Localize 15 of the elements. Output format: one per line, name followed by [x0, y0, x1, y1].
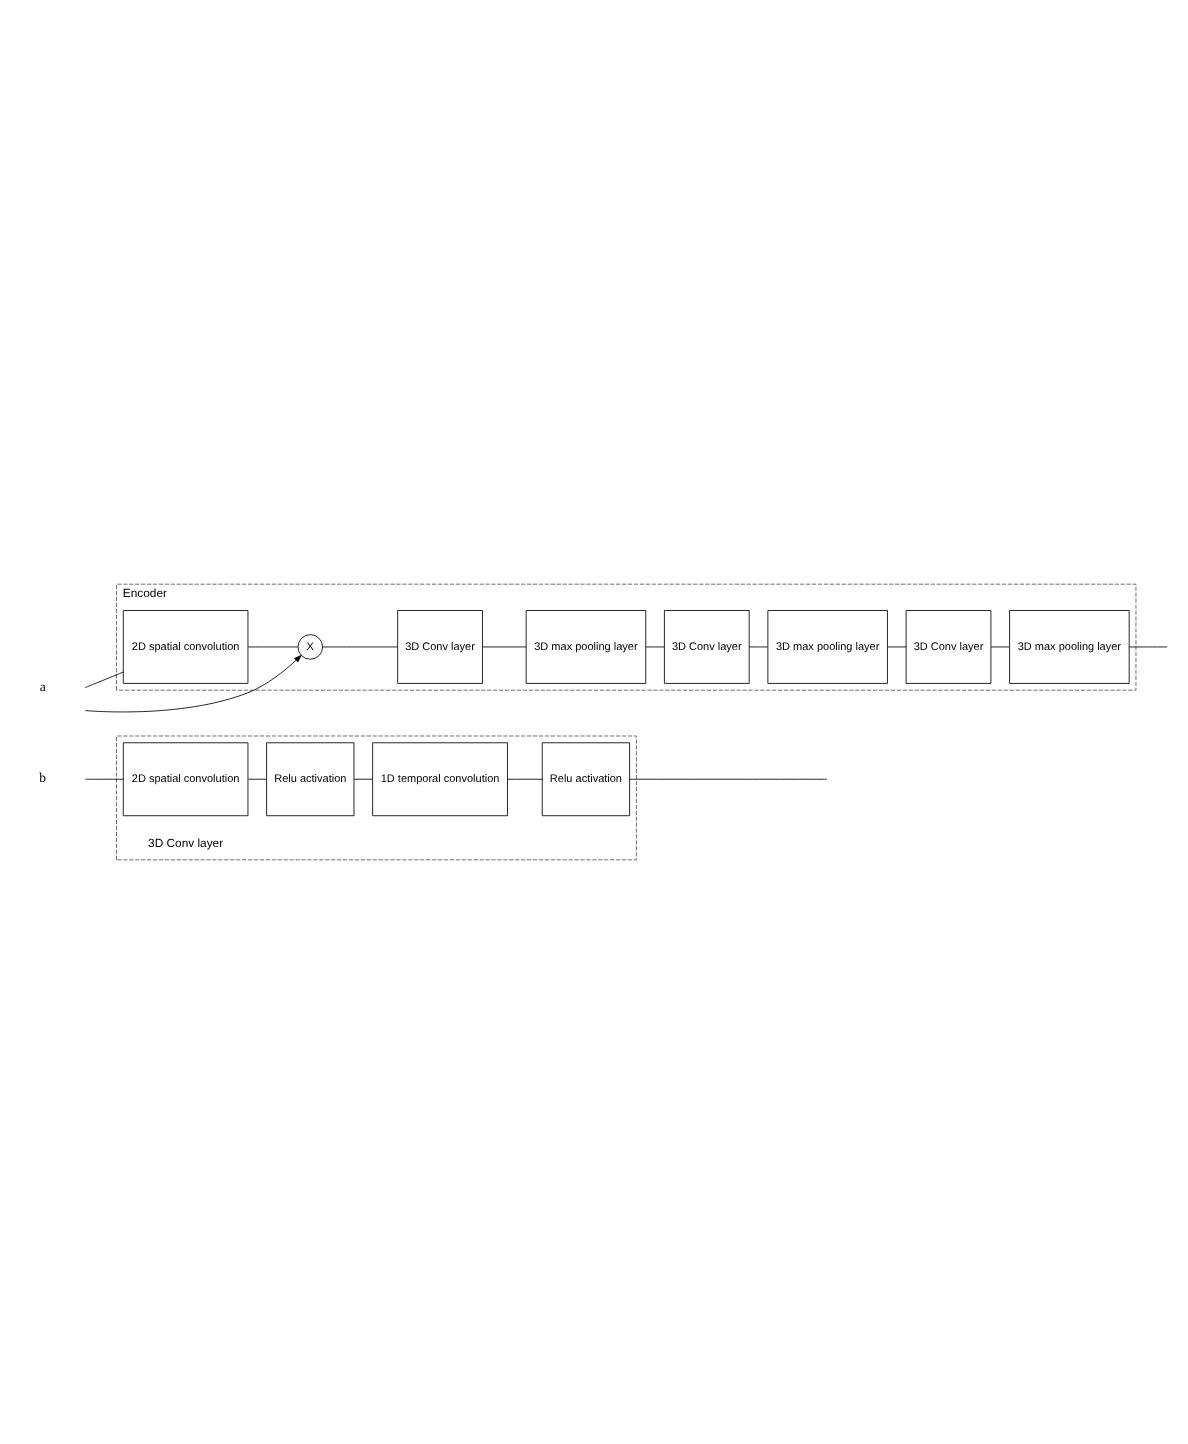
connector — [84, 778, 124, 780]
connector — [84, 671, 124, 689]
connector — [887, 646, 907, 648]
connector — [322, 646, 398, 648]
connector — [645, 646, 665, 648]
connector — [482, 646, 527, 648]
connector — [1128, 646, 1168, 648]
arrow — [84, 655, 302, 713]
connector — [990, 646, 1010, 648]
connector — [247, 778, 267, 780]
connector — [247, 646, 299, 648]
connector — [353, 778, 374, 780]
connector — [507, 778, 543, 780]
connector — [629, 778, 828, 780]
connector — [748, 646, 768, 648]
